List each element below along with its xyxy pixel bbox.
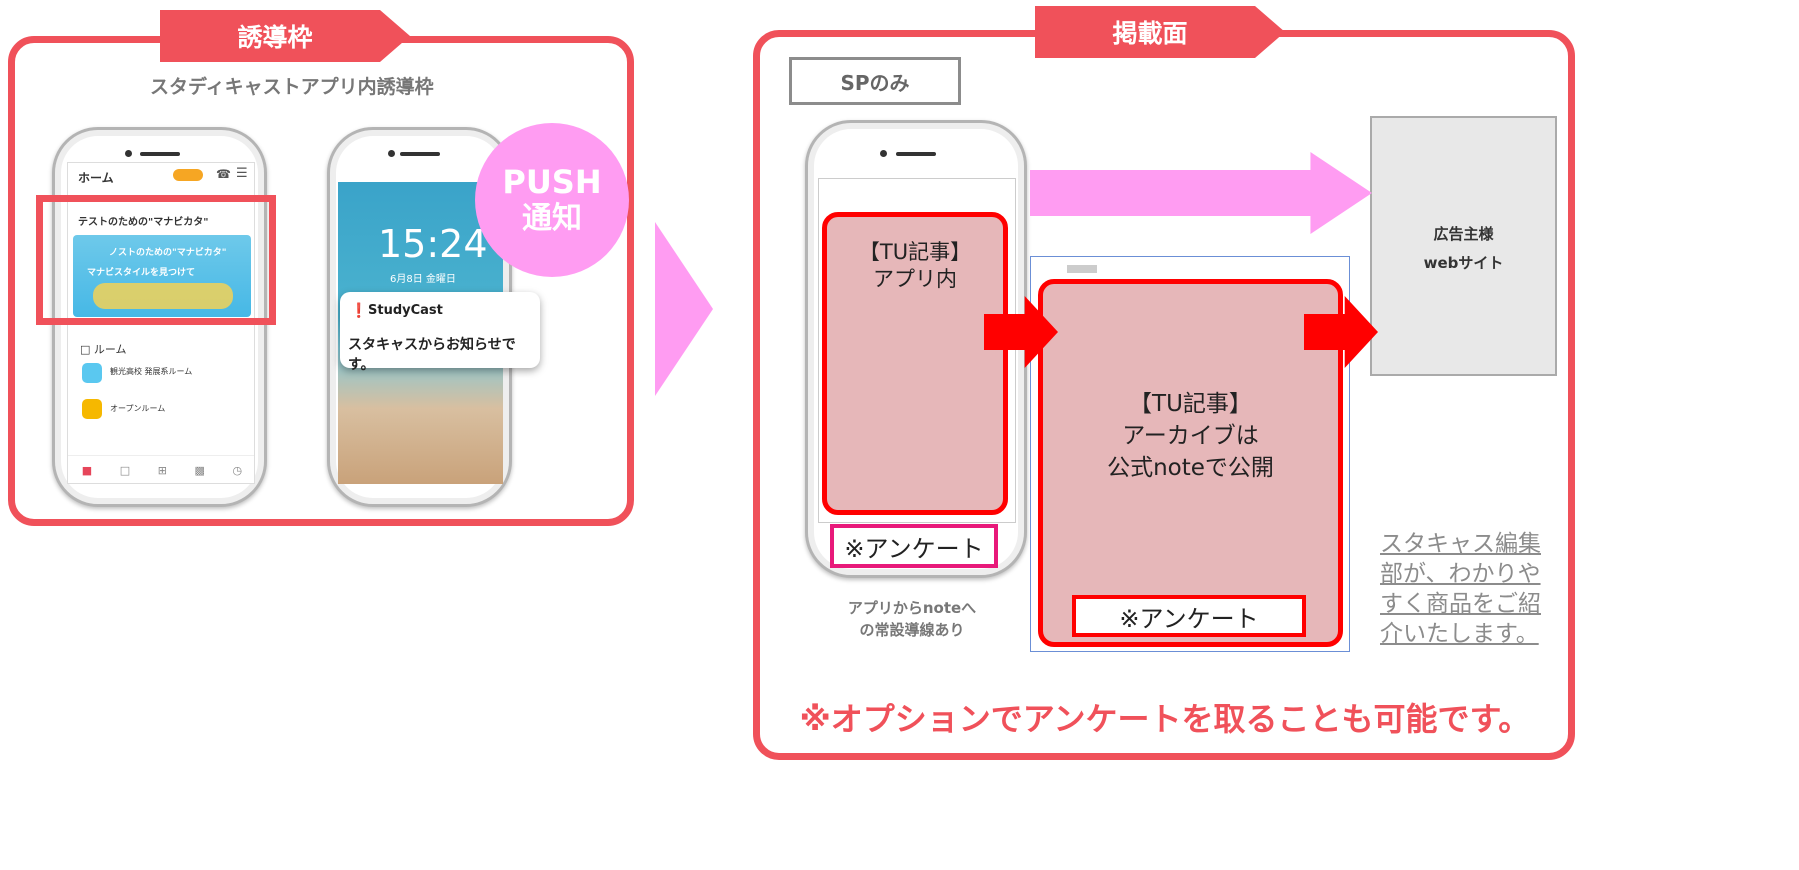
room-icon: □ [80, 343, 94, 356]
induction-subtitle: スタディキャストアプリ内誘導枠 [150, 76, 434, 98]
bell-icon: ☎ [216, 167, 231, 181]
app-tabbar[interactable]: ■ □ ⊞ ▩ ◷ [68, 455, 254, 483]
flow-arrow [655, 222, 713, 396]
editor-note: スタキャス編集 部が、わかりや すく商品をご紹 介いたします。 [1380, 531, 1541, 647]
notification-app-name: StudyCast [368, 303, 443, 318]
phone3-camera [880, 150, 887, 157]
app-article-title: テストのための"マナビカタ" [78, 217, 209, 228]
induction-highlight [36, 195, 276, 325]
archive-article: 【TU記事】 アーカイブは 公式noteで公開 [1038, 279, 1343, 647]
push-notification[interactable]: ❗ StudyCast スタキャスからお知らせです。 [340, 292, 540, 373]
app-header-badge [173, 169, 203, 181]
room1-icon [82, 363, 102, 383]
note-logo-icon [1067, 265, 1097, 273]
studycast-logo-icon: ❗ [350, 303, 368, 319]
in-app-article: 【TU記事】 アプリ内 [822, 212, 1008, 515]
phone3-speaker [896, 152, 936, 156]
phone-camera [125, 150, 132, 157]
room2-icon [82, 399, 102, 419]
menu-icon: ☰ [236, 166, 248, 181]
banner-line2: マナビスタイルを見つけて [87, 268, 196, 278]
banner-illustration [93, 283, 233, 309]
room1-label[interactable]: 観光高校 発展系ルーム [110, 367, 193, 376]
survey-label-note: ※アンケート [1072, 595, 1306, 637]
room2-label[interactable]: オープンルーム [110, 404, 166, 413]
phone2-speaker [399, 152, 440, 156]
tab-home-icon[interactable]: ■ [81, 464, 93, 477]
app-promo-banner[interactable]: ノストのための"マナビカタ" マナビスタイルを見つけて [73, 235, 251, 317]
advertiser-site: 広告主様 webサイト [1370, 116, 1557, 376]
phone2-camera [388, 150, 395, 157]
tab-post-icon[interactable]: ⊞ [157, 464, 167, 477]
app-note-caption: アプリからnoteへ の常設導線あり [847, 599, 977, 639]
tab-study-icon[interactable]: ▩ [194, 464, 205, 477]
notification-text: スタキャスからお知らせです。 [348, 337, 516, 373]
placement-tab: 掲載面 [1035, 6, 1285, 58]
lock-date: 6月8日 金曜日 [390, 274, 456, 285]
induction-tab: 誘導枠 [160, 10, 410, 62]
tab-time-icon[interactable]: ◷ [232, 464, 243, 477]
push-badge: PUSH 通知 [475, 123, 629, 277]
tab-room-icon[interactable]: □ [119, 464, 131, 477]
option-text: ※オプションでアンケートを取ることも可能です。 [799, 700, 1531, 738]
app-home-title: ホーム [78, 171, 114, 185]
survey-label-app: ※アンケート [830, 524, 998, 568]
banner-line1: ノストのための"マナビカタ" [109, 248, 227, 258]
app-phone: ホーム ☎ ☰ テストのための"マナビカタ" ノストのための"マナビカタ" マナ… [52, 127, 267, 507]
sp-only-label: SPのみ [789, 57, 961, 105]
room-header: □ ルーム [80, 343, 127, 356]
lock-time: 15:24 [378, 222, 488, 266]
phone-speaker [139, 152, 180, 156]
